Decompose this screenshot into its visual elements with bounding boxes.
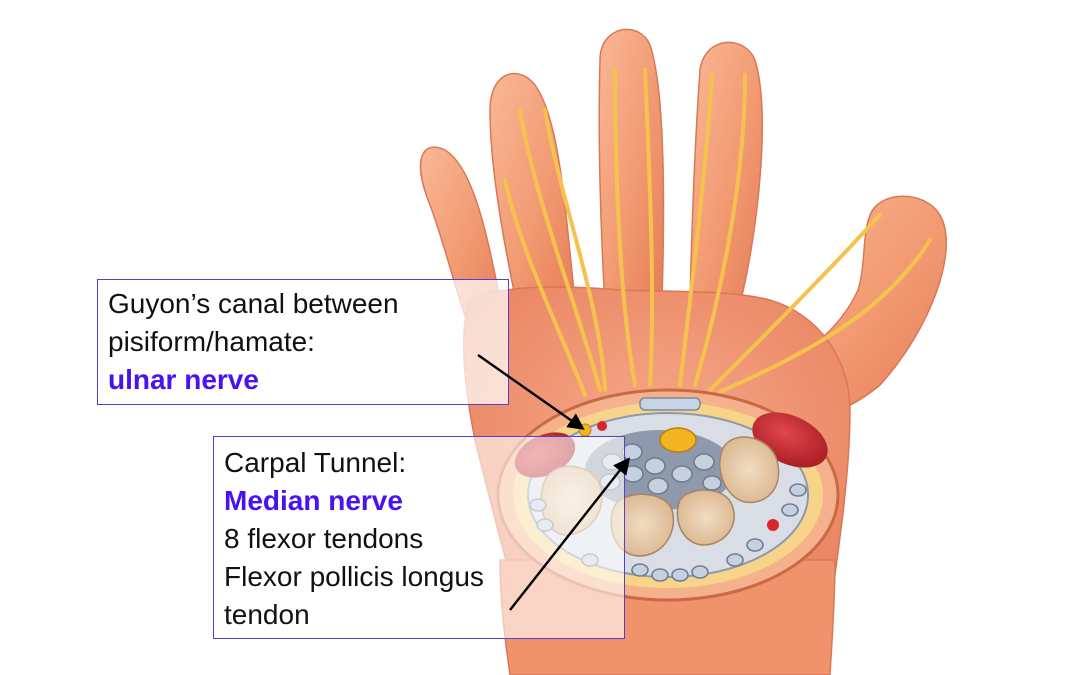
nerve-middle-b [643, 68, 655, 387]
extensor-tendon [781, 503, 799, 517]
nerve-middle-a [613, 68, 637, 387]
middle-finger [598, 28, 665, 306]
flexor-tendon [621, 443, 643, 461]
ring-finger [489, 72, 576, 321]
carpal-label-line-2: Flexor pollicis longus [224, 561, 484, 592]
flexor-retinaculum [639, 397, 701, 411]
flexor-pollicis-longus-tendon [702, 475, 722, 491]
ulnar-nerve [578, 423, 592, 437]
extensor-tendon [671, 568, 689, 582]
nerve-index-a [678, 73, 714, 387]
extensor-tendon [746, 538, 764, 552]
median-nerve-label: Median nerve [224, 485, 403, 516]
ulnar-nerve-label: ulnar nerve [108, 364, 259, 395]
bone-trapezium [719, 436, 780, 504]
nerve-ring-b [543, 108, 607, 392]
extensor-tendon [651, 568, 669, 582]
guyon-canal-label-box: Guyon’s canal between pisiform/hamate: u… [97, 279, 509, 405]
extensor-tendon [691, 565, 709, 579]
carpal-label-line-1: 8 flexor tendons [224, 523, 424, 554]
flexor-tendon [647, 477, 669, 495]
ulnar-artery [597, 421, 607, 431]
flexor-tendon [622, 465, 644, 483]
flexor-tendon [671, 465, 693, 483]
nerve-index-b [693, 73, 747, 387]
nerve-thumb-b [718, 238, 932, 394]
carpal-label-line-3: tendon [224, 599, 310, 630]
extensor-tendon [789, 483, 807, 497]
flexor-tendon [693, 453, 715, 471]
nerve-thumb-a [708, 213, 882, 392]
bone-trapezoid [676, 489, 735, 546]
guyon-label-line-2: pisiform/hamate: [108, 326, 315, 357]
median-nerve [659, 427, 697, 453]
carpal-tunnel-label-box: Carpal Tunnel: Median nerve 8 flexor ten… [213, 436, 625, 639]
nerve-ring-a [518, 108, 602, 392]
guyon-label-line-1: Guyon’s canal between [108, 288, 399, 319]
extensor-tendon [631, 563, 649, 577]
carpal-tunnel-title: Carpal Tunnel: [224, 447, 407, 478]
radial-artery [767, 519, 779, 531]
flexor-tendon [644, 457, 666, 475]
extensor-tendon [726, 553, 744, 567]
